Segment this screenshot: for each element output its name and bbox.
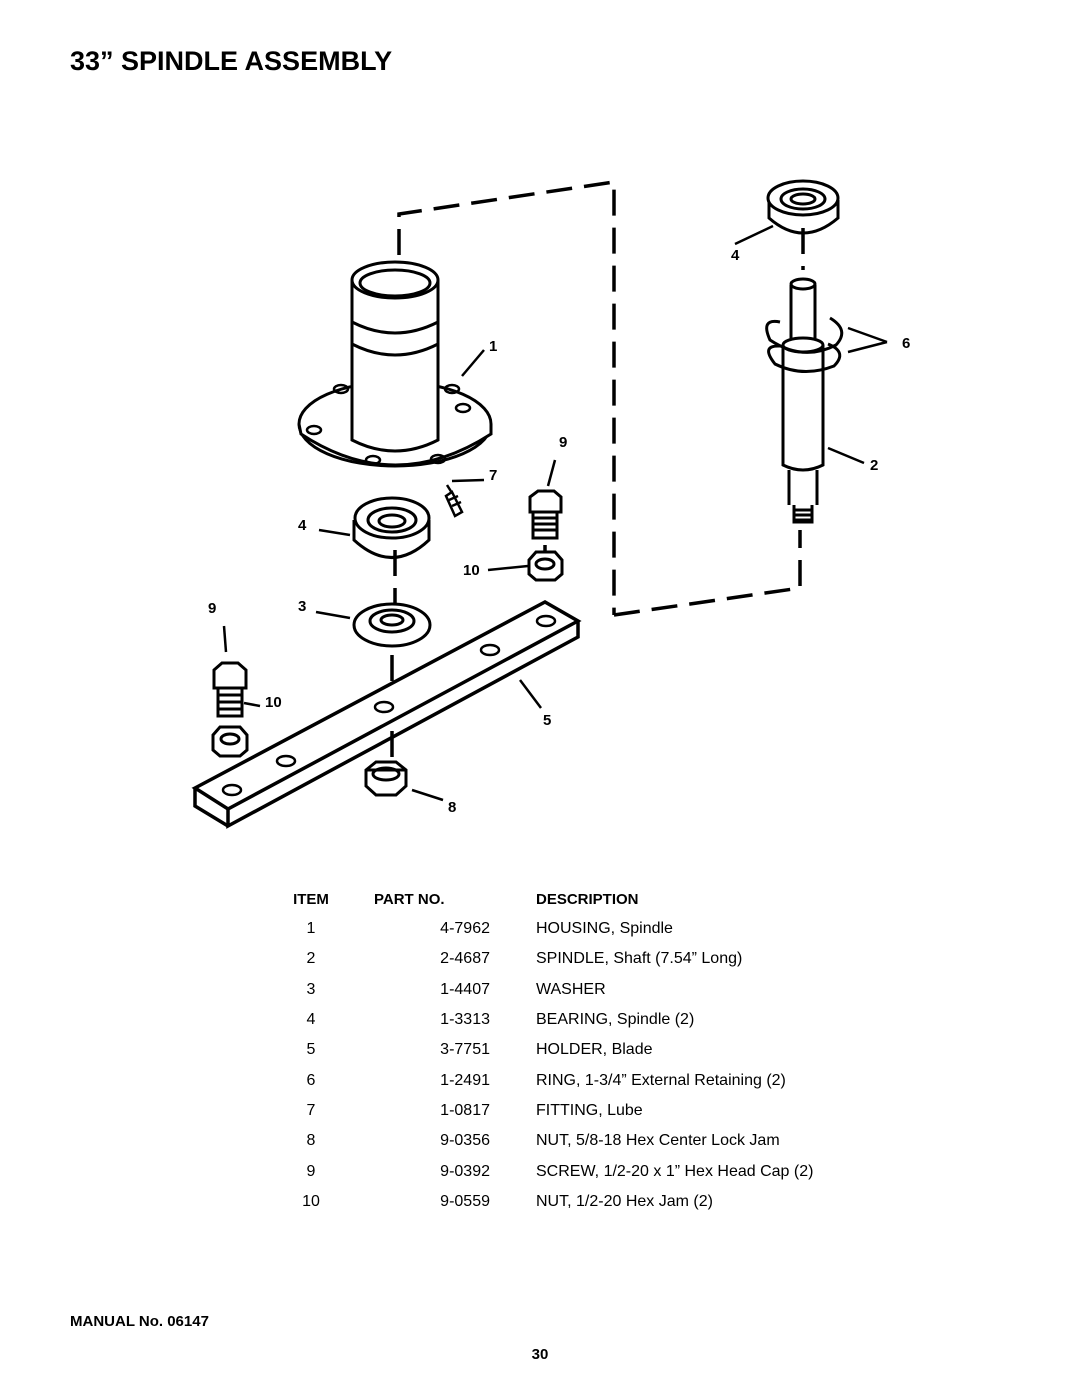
parts-table-header: ITEM PART NO. DESCRIPTION: [292, 884, 876, 914]
bearing-upper: [766, 179, 840, 235]
retaining-rings: [765, 316, 844, 373]
cell-description: HOLDER, Blade: [536, 1041, 653, 1059]
hex-bolt-right: [528, 489, 563, 540]
cell-description: NUT, 1/2-20 Hex Jam (2): [536, 1192, 713, 1210]
leader-lines: [222, 224, 888, 802]
callout-9-left: 9: [208, 600, 216, 617]
callout-1: 1: [489, 338, 497, 355]
lock-nut: [364, 760, 408, 797]
cell-item: 2: [306, 950, 316, 968]
cell-item: 8: [306, 1132, 316, 1150]
cell-part-no: 9-0356: [440, 1132, 490, 1150]
callout-5: 5: [543, 712, 551, 729]
cell-description: FITTING, Lube: [536, 1101, 643, 1119]
callout-7: 7: [489, 467, 497, 484]
cell-item: 4: [306, 1011, 316, 1029]
table-row: 4 1-3313 BEARING, Spindle (2): [292, 1005, 876, 1035]
callout-6: 6: [902, 335, 910, 352]
table-row: 3 1-4407 WASHER: [292, 975, 876, 1005]
callout-8: 8: [448, 799, 456, 816]
callout-10-left: 10: [265, 694, 282, 711]
washer: [352, 602, 432, 648]
hex-bolt-left: [212, 661, 248, 718]
manual-number: MANUAL No. 06147: [70, 1313, 209, 1330]
cell-item: 9: [306, 1162, 316, 1180]
spindle-exploded-diagram: 4 6 1 9 2 7 4 10 9 3 10 5 8: [191, 179, 910, 829]
jam-nut-right: [527, 550, 564, 582]
cell-description: RING, 1-3/4” External Retaining (2): [536, 1071, 786, 1089]
cell-item: 5: [306, 1041, 316, 1059]
cell-part-no: 1-3313: [440, 1011, 490, 1029]
cell-item: 10: [302, 1192, 320, 1210]
table-row: 10 9-0559 NUT, 1/2-20 Hex Jam (2): [292, 1187, 876, 1217]
bearing-lower: [352, 496, 431, 559]
table-row: 1 4-7962 HOUSING, Spindle: [292, 914, 876, 944]
callout-2: 2: [870, 457, 878, 474]
cell-description: WASHER: [536, 980, 606, 998]
parts-table: ITEM PART NO. DESCRIPTION 1 4-7962 HOUSING…: [292, 884, 876, 1217]
callout-10-right: 10: [463, 562, 480, 579]
blade-holder: [191, 600, 582, 829]
page-title: 33” SPINDLE ASSEMBLY: [70, 46, 393, 76]
cell-item: 1: [306, 920, 316, 938]
cell-part-no: 1-4407: [440, 980, 490, 998]
parts-table-body: 1 4-7962 HOUSING, Spindle 2 2-4687 SPINDLE, S…: [292, 914, 876, 1217]
cell-part-no: 9-0392: [440, 1162, 490, 1180]
cell-part-no: 9-0559: [440, 1192, 490, 1210]
table-row: 8 9-0356 NUT, 5/8-18 Hex Center Lock Jam: [292, 1126, 876, 1156]
cell-part-no: 1-0817: [440, 1101, 490, 1119]
lube-fitting: [444, 484, 464, 518]
cell-item: 7: [306, 1101, 316, 1119]
cell-part-no: 1-2491: [440, 1071, 490, 1089]
table-row: 5 3-7751 HOLDER, Blade: [292, 1035, 876, 1065]
table-row: 2 2-4687 SPINDLE, Shaft (7.54” Long): [292, 944, 876, 974]
header-part-no: PART NO.: [374, 890, 445, 908]
table-row: 7 1-0817 FITTING, Lube: [292, 1096, 876, 1126]
cell-part-no: 4-7962: [440, 920, 490, 938]
cell-description: SCREW, 1/2-20 x 1” Hex Head Cap (2): [536, 1162, 814, 1180]
page-number: 30: [531, 1346, 549, 1363]
spindle-shaft: [781, 277, 825, 524]
cell-part-no: 3-7751: [440, 1041, 490, 1059]
jam-nut-left: [211, 725, 249, 758]
header-item: ITEM: [293, 890, 329, 908]
cell-part-no: 2-4687: [440, 950, 490, 968]
cell-description: HOUSING, Spindle: [536, 920, 673, 938]
cell-description: BEARING, Spindle (2): [536, 1011, 695, 1029]
cell-item: 6: [306, 1071, 316, 1089]
cell-description: NUT, 5/8-18 Hex Center Lock Jam: [536, 1132, 780, 1150]
cell-item: 3: [306, 980, 316, 998]
callout-9-right: 9: [559, 434, 567, 451]
table-row: 6 1-2491 RING, 1-3/4” External Retaining (…: [292, 1065, 876, 1095]
spindle-housing: [297, 260, 493, 468]
callout-4-top: 4: [731, 247, 740, 264]
callout-4-left: 4: [298, 517, 307, 534]
table-row: 9 9-0392 SCREW, 1/2-20 x 1” Hex Head Cap (…: [292, 1156, 876, 1186]
callout-3: 3: [298, 598, 306, 615]
cell-description: SPINDLE, Shaft (7.54” Long): [536, 950, 743, 968]
header-description: DESCRIPTION: [536, 890, 639, 908]
